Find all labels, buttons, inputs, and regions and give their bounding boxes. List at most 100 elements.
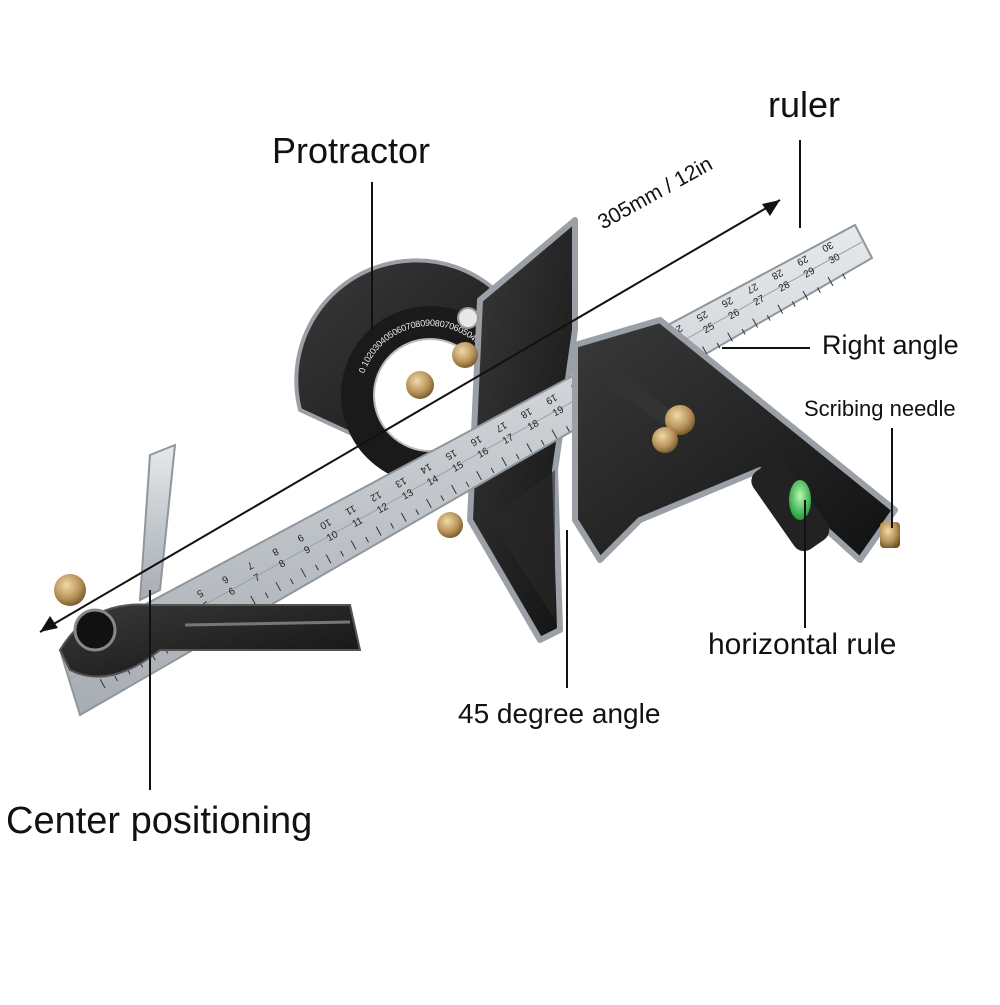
ruler-number-upper: 16: [468, 433, 483, 448]
ruler-number-lower: 16: [476, 446, 491, 461]
ruler-tick: [400, 512, 407, 522]
protractor-degree-label: 10: [360, 355, 374, 369]
ruler-tick: [275, 581, 282, 592]
protractor-degree-label: 60: [395, 322, 408, 335]
ruler-tick: [777, 304, 784, 314]
ruler-number-lower: 25: [702, 321, 717, 336]
ruler-tick: [727, 332, 733, 342]
square-head: [572, 317, 898, 563]
ruler-number-upper: 5: [194, 587, 205, 600]
label-protractor: Protractor: [272, 130, 431, 171]
ruler-tick: [566, 425, 570, 432]
label-right-angle: Right angle: [822, 330, 959, 360]
ruler-number-lower: 26: [727, 307, 742, 322]
ruler-number-lower: 10: [325, 529, 340, 544]
ruler-tick: [476, 471, 482, 481]
brass-knobs: [54, 307, 900, 606]
ruler-number-upper: 13: [393, 474, 408, 489]
ruler-tick: [315, 564, 319, 571]
ruler-number-upper: 14: [418, 460, 433, 475]
ruler-tick: [802, 290, 809, 300]
scribing-needle: [880, 522, 900, 548]
ruler-number-lower: 9: [302, 544, 313, 557]
ruler-tick: [264, 592, 269, 599]
ruler-number-lower: 27: [752, 293, 767, 308]
protractor-degree-label: 50: [460, 326, 474, 340]
ruler-number-lower: 6: [227, 586, 238, 599]
ruler-tick: [752, 318, 759, 328]
ruler-number-lower: 14: [425, 473, 440, 488]
ruler-number-upper: 6: [219, 573, 230, 586]
ruler-tick: [702, 346, 708, 356]
protractor-degree-label: 80: [434, 318, 445, 329]
label-45-degree-angle: 45 degree angle: [458, 698, 661, 729]
ruler-tick: [289, 578, 294, 585]
ruler-number-upper: 29: [794, 252, 809, 267]
ruler-tick: [325, 554, 332, 564]
ruler-tick: [501, 457, 508, 467]
ruler-number-upper: 8: [270, 545, 281, 558]
ruler-number-lower: 13: [400, 487, 415, 502]
ruler-tick: [415, 509, 420, 515]
center-head: [58, 443, 362, 678]
protractor-degree-label: 0: [357, 366, 368, 374]
leader-lines: [149, 140, 893, 790]
protractor-degree-label: 80: [415, 318, 426, 329]
protractor-degree-label: 70: [405, 319, 417, 331]
ruler-number-lower: 30: [827, 252, 842, 267]
label-scribing-needle: Scribing needle: [804, 396, 956, 421]
ruler-tick: [451, 484, 457, 495]
ruler-number-upper: 10: [317, 516, 332, 531]
label-horizontal-rule: horizontal rule: [708, 628, 897, 661]
ruler-tick: [426, 498, 432, 508]
ruler-number-upper: 15: [443, 447, 458, 462]
protractor-degree-label: 90: [425, 318, 435, 328]
ruler-number-upper: 17: [493, 419, 508, 434]
ruler-number-upper: 26: [719, 294, 734, 309]
ruler-tick: [350, 540, 357, 550]
ruler-number-lower: 15: [451, 460, 466, 475]
ruler-tick: [300, 568, 307, 578]
ruler-number-upper: 9: [295, 531, 306, 544]
ruler-tick: [515, 453, 520, 460]
ruler-tick: [526, 443, 533, 453]
protractor-degree-label: 40: [378, 332, 392, 346]
protractor-degree-label: 50: [386, 326, 400, 340]
ruler-number-lower: 28: [777, 279, 792, 294]
ruler-number-upper: 25: [694, 308, 709, 323]
ruler-number-upper: 30: [819, 239, 834, 254]
ruler-number-lower: 18: [526, 418, 541, 433]
protractor-degree-label: 70: [443, 319, 455, 331]
ruler-tick: [114, 675, 118, 682]
ruler-number-lower: 7: [252, 572, 263, 585]
ruler-tick: [551, 429, 558, 439]
ruler-tick: [340, 550, 344, 557]
ruler-tick: [390, 523, 395, 529]
ruler-tick: [741, 328, 746, 335]
ruler-tick: [540, 439, 545, 446]
ruler-number-lower: 19: [551, 404, 566, 419]
ruler-number-upper: 12: [368, 488, 383, 503]
ruler-number-upper: 27: [744, 280, 759, 295]
ruler-tick: [490, 467, 495, 474]
ruler-tick: [465, 481, 470, 488]
ruler-tick: [375, 526, 382, 536]
ruler-number-upper: 28: [769, 266, 784, 281]
ruler-number-lower: 17: [501, 432, 516, 447]
level-vial: [789, 480, 811, 520]
ruler-number-upper: 18: [518, 405, 533, 420]
label-ruler: ruler: [768, 84, 841, 125]
ruler-number-upper: 7: [245, 559, 256, 572]
ruler-tick: [817, 287, 821, 294]
ruler-tick: [440, 495, 445, 502]
ruler-number-lower: 29: [802, 265, 817, 280]
ruler-number-lower: 8: [277, 558, 288, 571]
ruler-number-lower: 12: [375, 501, 390, 516]
ruler-tick: [365, 536, 369, 543]
label-center-positioning: Center positioning: [6, 800, 313, 842]
ruler-number-upper: 19: [543, 391, 558, 406]
ruler-tick: [791, 301, 796, 307]
ruler-tick: [827, 276, 834, 287]
ruler-tick: [250, 595, 257, 606]
